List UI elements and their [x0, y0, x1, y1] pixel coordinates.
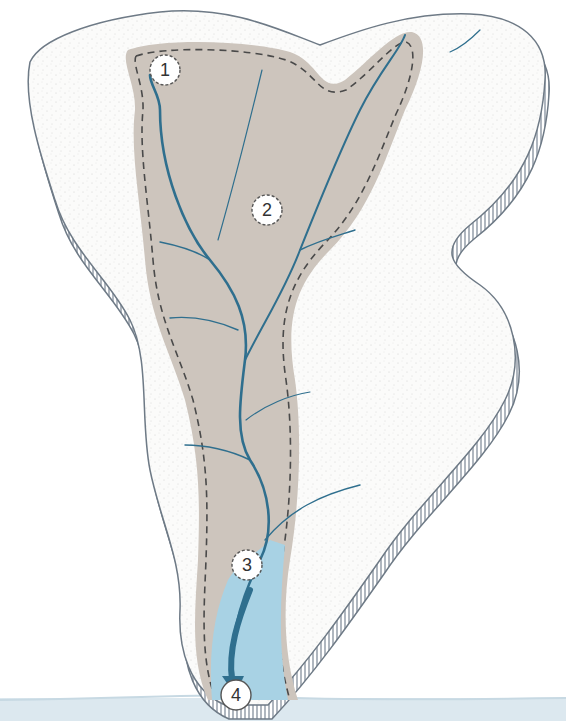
callout-number: 4: [231, 686, 241, 704]
callout-number: 1: [160, 61, 170, 79]
callout-number: 2: [262, 201, 272, 219]
callout-number: 3: [242, 556, 252, 574]
